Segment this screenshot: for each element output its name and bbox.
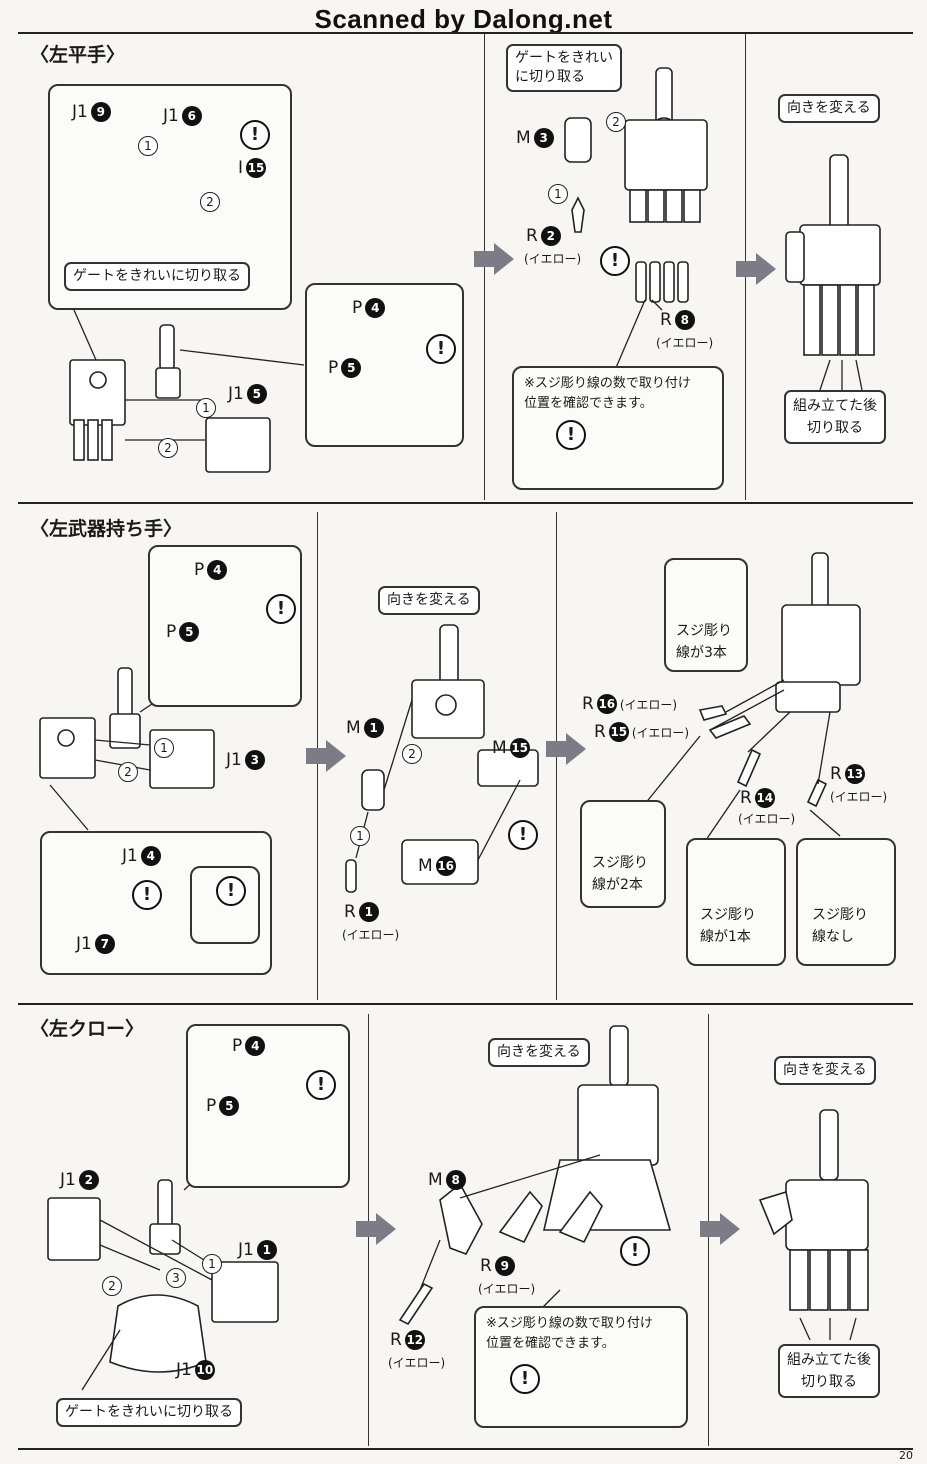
detail-box-wrist xyxy=(186,1024,350,1188)
cut-after-assembly-label: 組み立てた後 切り取る xyxy=(784,390,886,444)
watermark-text: Scanned by Dalong.net xyxy=(314,4,613,34)
groove-line-note: ※スジ彫り線の数で取り付け 位置を確認できます。 xyxy=(486,1316,653,1351)
flow-arrow xyxy=(356,1213,396,1245)
warning-icon: ! xyxy=(600,246,630,276)
line-box-one xyxy=(686,838,786,966)
warning-icon: ! xyxy=(620,1236,650,1266)
step-2-marker: 2 xyxy=(200,192,220,212)
warning-icon: ! xyxy=(306,1070,336,1100)
flow-arrow xyxy=(306,740,346,772)
step-2-marker: 2 xyxy=(606,112,626,132)
section-title-left-claw: 〈左クロー〉 xyxy=(30,1018,145,1040)
step-1-marker: 1 xyxy=(548,184,568,204)
step-1-marker: 1 xyxy=(350,826,370,846)
color-note-yellow: (イエロー) xyxy=(830,790,888,804)
line-box-two xyxy=(580,800,666,908)
note-box-groove-lines xyxy=(512,366,724,490)
section-title-left-weapon-hand: 〈左武器持ち手〉 xyxy=(30,518,183,540)
page-number: 20 xyxy=(899,1449,913,1462)
change-orientation-label: 向きを変える xyxy=(778,94,880,123)
section-divider-top xyxy=(18,32,913,34)
color-note-yellow: (イエロー) xyxy=(656,336,714,350)
flow-arrow xyxy=(736,253,776,285)
color-note-yellow: (イエロー) xyxy=(738,812,796,826)
change-orientation-label: 向きを変える xyxy=(488,1038,590,1067)
step-1-marker: 1 xyxy=(154,738,174,758)
change-orientation-label: 向きを変える xyxy=(378,586,480,615)
change-orientation-label: 向きを変える xyxy=(774,1056,876,1085)
gate-cut-label: ゲートをきれいに切り取る xyxy=(56,1398,242,1427)
step-1-marker: 1 xyxy=(202,1254,222,1274)
groove-three-label: スジ彫り 線が3本 xyxy=(676,623,732,661)
section-divider-bottom xyxy=(18,1448,913,1450)
note-box-groove-lines xyxy=(474,1306,688,1428)
flow-arrow xyxy=(474,243,514,275)
gate-cut-label: ゲートをきれいに切り取る xyxy=(64,262,250,291)
section-divider-2 xyxy=(18,1003,913,1005)
groove-one-label: スジ彫り 線が1本 xyxy=(700,907,756,945)
detail-box-wrist xyxy=(148,545,302,707)
step-2-marker: 2 xyxy=(402,744,422,764)
color-note-yellow: (イエロー) xyxy=(342,928,400,942)
gate-cut-label-top: ゲートをきれい に切り取る xyxy=(506,44,622,92)
color-note-yellow: (イエロー) xyxy=(524,252,582,266)
warning-icon: ! xyxy=(266,594,296,624)
groove-none-label: スジ彫り 線なし xyxy=(812,907,868,945)
line-box-three xyxy=(664,558,748,672)
warning-icon: ! xyxy=(508,820,538,850)
line-box-none xyxy=(796,838,896,966)
step-2-marker: 2 xyxy=(118,762,138,782)
flow-arrow xyxy=(546,733,586,765)
step-1-marker: 1 xyxy=(138,136,158,156)
step-3-marker: 3 xyxy=(166,1268,186,1288)
section-divider-1 xyxy=(18,502,913,504)
step-1-marker: 1 xyxy=(196,398,216,418)
cut-after-assembly-label: 組み立てた後 切り取る xyxy=(778,1344,880,1398)
warning-icon: ! xyxy=(216,876,246,906)
warning-icon: ! xyxy=(240,120,270,150)
step-2-marker: 2 xyxy=(158,438,178,458)
groove-line-note: ※スジ彫り線の数で取り付け 位置を確認できます。 xyxy=(524,376,691,411)
color-note-yellow: (イエロー) xyxy=(478,1282,536,1296)
warning-icon: ! xyxy=(510,1364,540,1394)
warning-icon: ! xyxy=(556,420,586,450)
warning-icon: ! xyxy=(132,880,162,910)
color-note-yellow: (イエロー) xyxy=(388,1356,446,1370)
groove-two-label: スジ彫り 線が2本 xyxy=(592,855,648,893)
warning-icon: ! xyxy=(426,334,456,364)
section-title-left-flat-hand: 〈左平手〉 xyxy=(30,44,126,66)
flow-arrow xyxy=(700,1213,740,1245)
step-2-marker: 2 xyxy=(102,1276,122,1296)
